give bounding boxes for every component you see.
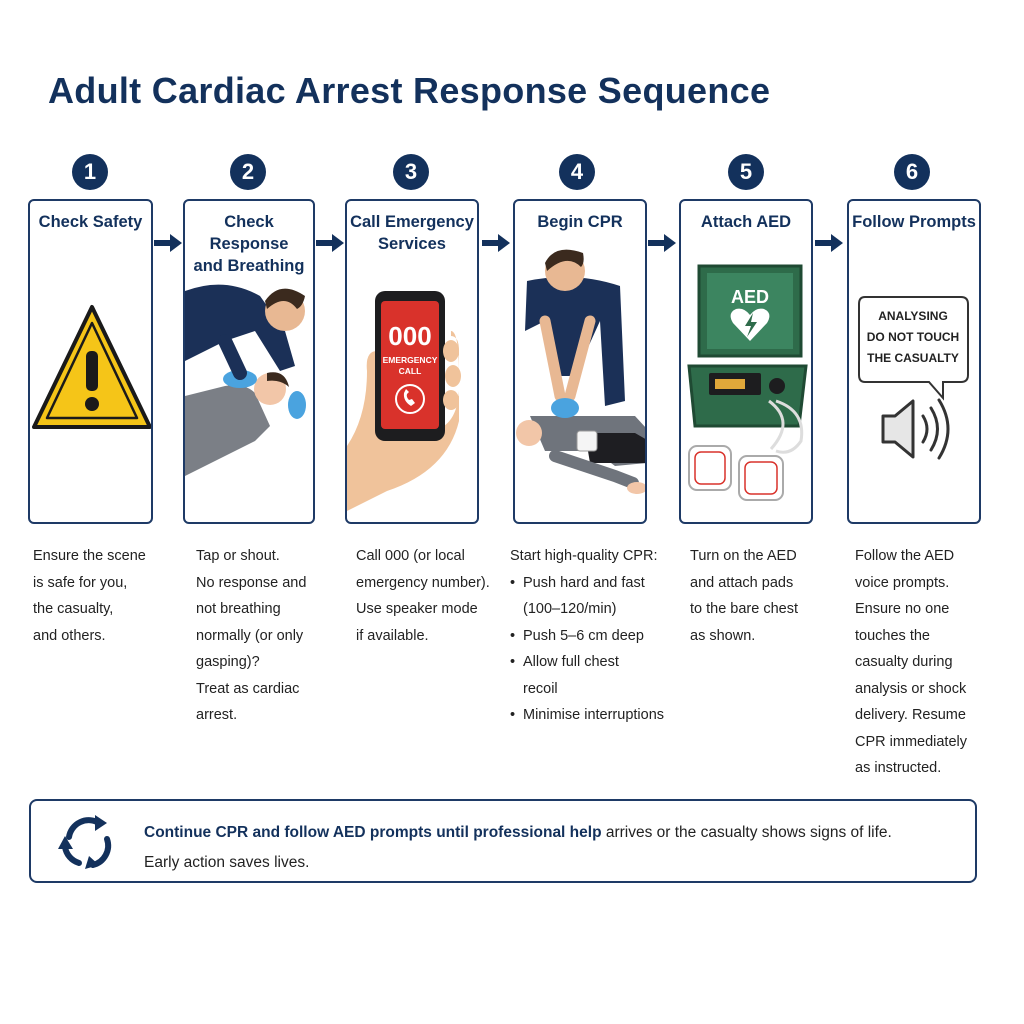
cpr-bullet-list: Push hard and fast (100–120/min) Push 5–… — [510, 570, 664, 729]
list-item: Minimise interruptions — [510, 702, 664, 729]
svg-text:DO NOT TOUCH: DO NOT TOUCH — [867, 330, 959, 344]
svg-text:THE CASUALTY: THE CASUALTY — [867, 351, 959, 365]
aed-illustration: AED — [687, 264, 808, 501]
step-card-3: Call Emergency Services 000 EMERGENCY CA… — [345, 199, 479, 524]
step-description-2: Tap or shout. No response and not breath… — [196, 548, 307, 723]
page-title: Adult Cardiac Arrest Response Sequence — [48, 70, 771, 111]
step-card-6: Follow Prompts ANALYSING DO NOT TOUCH TH… — [847, 199, 981, 524]
step-card-1: Check Safety — [28, 199, 153, 524]
svg-text:EMERGENCY: EMERGENCY — [383, 355, 438, 365]
step-description-6: Follow the AED voice prompts. Ensure no … — [855, 548, 967, 776]
step-description-1: Ensure the scene is safe for you, the ca… — [33, 548, 146, 644]
arrow-right-icon — [154, 234, 182, 252]
step-number-2: 2 — [230, 154, 266, 190]
step-card-4: Begin CPR — [513, 199, 647, 524]
arrow-right-icon — [316, 234, 344, 252]
step-title-1: Check Safety — [38, 213, 143, 231]
step-description-4: Start high-quality CPR: Push hard and fa… — [510, 543, 664, 729]
step-number-6: 6 — [894, 154, 930, 190]
phone-icon — [395, 384, 425, 414]
list-item: Push hard and fast (100–120/min) — [510, 570, 664, 623]
footer-text: Continue CPR and follow AED prompts unti… — [144, 824, 892, 871]
warning-icon — [32, 305, 151, 429]
step-number-4: 4 — [559, 154, 595, 190]
aed-label: AED — [731, 287, 769, 307]
footer-banner: Continue CPR and follow AED prompts unti… — [29, 799, 977, 883]
step-description-3: Call 000 (or local emergency number). Us… — [356, 548, 490, 644]
list-item: Push 5–6 cm deep — [510, 623, 664, 650]
list-item: Allow full chest recoil — [510, 649, 664, 702]
step-number-3: 3 — [393, 154, 429, 190]
step-number-1: 1 — [72, 154, 108, 190]
phone-number-text: 000 — [388, 321, 431, 351]
rescuer-checking-illustration — [185, 284, 306, 476]
voice-prompt-illustration: ANALYSING DO NOT TOUCH THE CASUALTY — [858, 296, 969, 460]
arrow-right-icon — [815, 234, 843, 252]
step-description-5: Turn on the AED and attach pads to the b… — [690, 548, 799, 644]
step-title-5: Attach AED — [700, 213, 792, 231]
speaker-icon — [881, 398, 950, 460]
arrow-right-icon — [482, 234, 510, 252]
step-number-5: 5 — [728, 154, 764, 190]
svg-text:ANALYSING: ANALYSING — [878, 309, 948, 323]
step-card-2: Check Response and Breathing — [183, 199, 315, 524]
step-title-6: Follow Prompts — [852, 213, 976, 231]
arrow-right-icon — [648, 234, 676, 252]
phone-illustration: 000 EMERGENCY CALL — [347, 291, 461, 511]
cpr-illustration — [516, 249, 645, 494]
svg-text:CALL: CALL — [399, 366, 422, 376]
step-card-5: Attach AED AED — [679, 199, 813, 524]
step-title-4: Begin CPR — [537, 213, 623, 231]
step-title-3: Call Emergency Services — [350, 213, 474, 253]
speech-bubble — [858, 296, 969, 401]
step-title-2: Check Response and Breathing — [193, 213, 305, 275]
cycle-arrows-icon — [58, 815, 112, 869]
